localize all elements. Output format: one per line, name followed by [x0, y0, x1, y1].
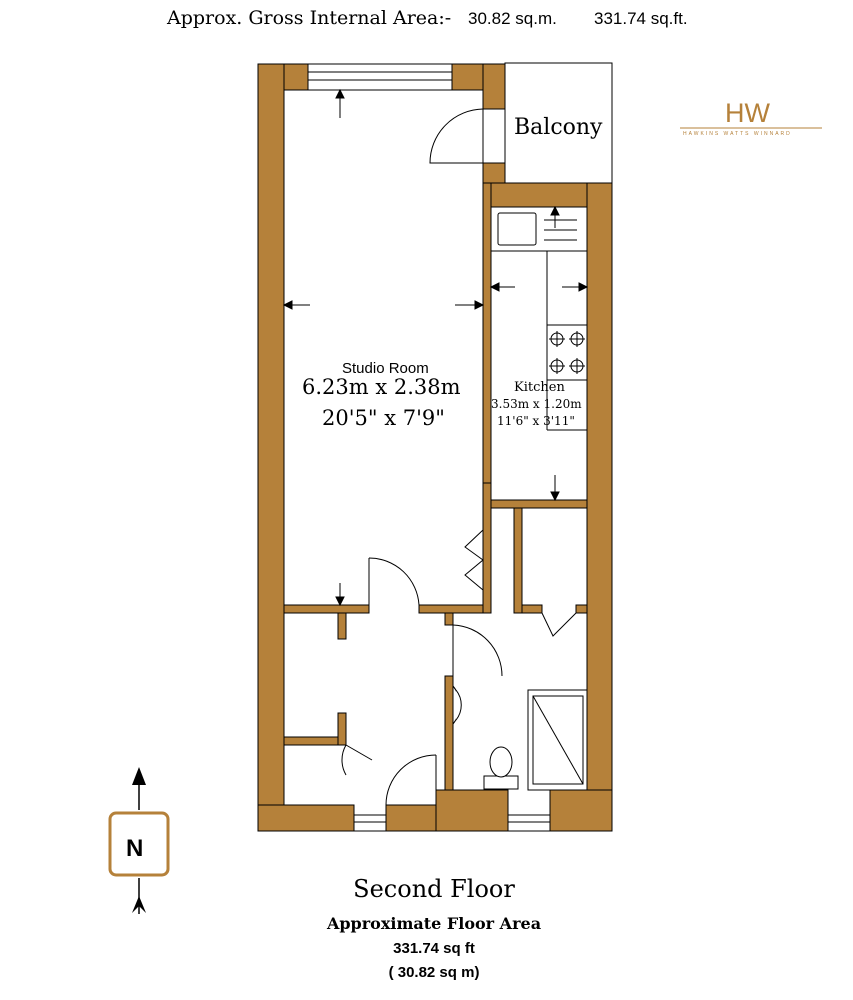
logo-tagline: HAWKINS WATTS WINNARD: [683, 131, 792, 137]
studio-metric: 6.23m x 2.38m: [302, 375, 461, 399]
floor-area-sqm: ( 30.82 sq m): [389, 964, 480, 981]
kitchen-fittings: [490, 206, 588, 431]
compass-frame: [108, 811, 170, 877]
toilet-cistern: [483, 775, 519, 790]
dimension-arrows: [282, 88, 589, 607]
studio-imperial: 20'5" x 7'9": [322, 406, 445, 430]
floor-name: Second Floor: [353, 875, 515, 903]
floor-area-sqft: 331.74 sq ft: [393, 940, 475, 957]
north-compass: N: [108, 767, 170, 914]
studio-name: Studio Room: [342, 360, 429, 377]
company-logo: HW HAWKINS WATTS WINNARD: [680, 98, 822, 137]
kitchen-name: Kitchen: [514, 380, 565, 395]
toilet-bowl: [489, 746, 513, 778]
walls: [257, 63, 613, 832]
sink: [490, 206, 588, 252]
header-sqft: 331.74 sq.ft.: [594, 9, 688, 28]
arrow-up-icon: [132, 767, 146, 785]
bathroom-fittings: [452, 684, 588, 791]
arrow-tail-icon: [132, 896, 146, 913]
balcony-label: Balcony: [514, 115, 603, 140]
compass-letter: N: [126, 835, 143, 862]
kitchen-metric: 3.53m x 1.20m: [491, 397, 582, 411]
floor-area-title: Approximate Floor Area: [326, 914, 541, 933]
kitchen-imperial: 11'6" x 3'11": [497, 414, 575, 428]
header-label: Approx. Gross Internal Area:-: [166, 7, 451, 29]
logo-monogram: HW: [725, 98, 770, 128]
hob: [546, 324, 588, 381]
doors: [341, 108, 577, 806]
header-sqm: 30.82 sq.m.: [468, 9, 557, 28]
windows: [307, 63, 551, 832]
